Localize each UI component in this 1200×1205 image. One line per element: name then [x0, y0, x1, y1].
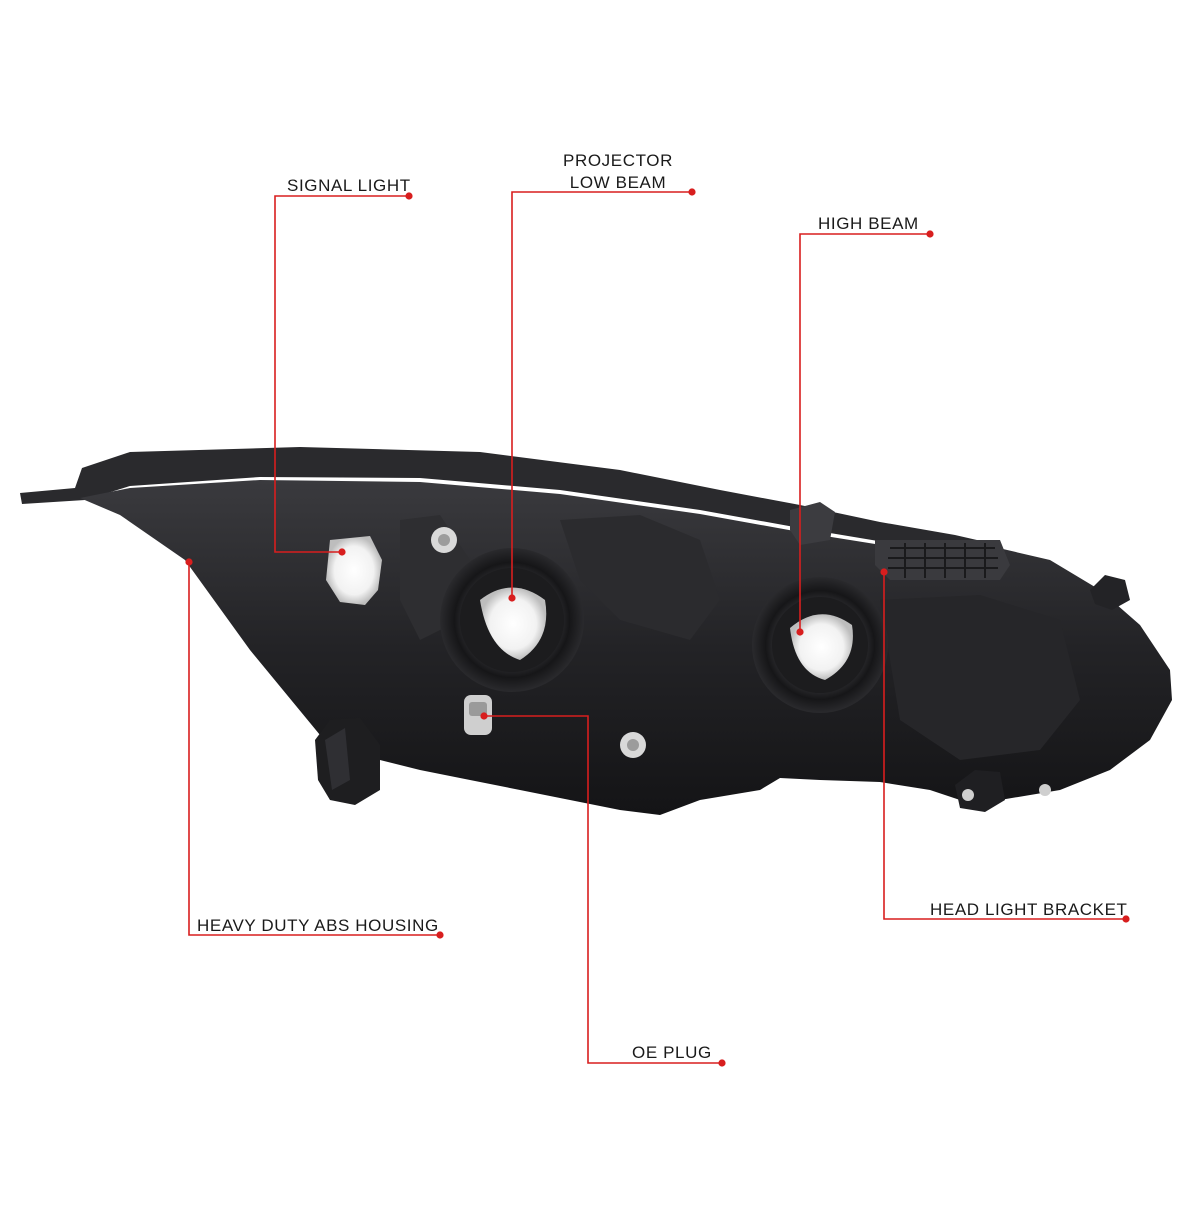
heavy-duty-abs-housing-dot-end	[436, 931, 444, 939]
projector-label-line1: PROJECTOR	[563, 151, 673, 170]
projector-low-beam-socket	[440, 548, 584, 692]
oe-plug-dot-start	[480, 712, 488, 720]
heavy-duty-abs-housing-leader	[188, 562, 440, 936]
projector-low-beam-leader	[511, 191, 692, 598]
signal-light-label: SIGNAL LIGHT	[287, 176, 411, 195]
high-beam-label: HIGH BEAM	[818, 214, 919, 233]
signal-light-dot-end	[405, 192, 413, 200]
head-light-bracket-dot-end	[1122, 915, 1130, 923]
head-light-bracket-leader	[883, 572, 1126, 920]
oe-plug-dot-end	[718, 1059, 726, 1067]
high-beam-leader	[799, 233, 930, 632]
oe-plug-leader	[484, 715, 722, 1064]
projector-low-beam-dot-start	[508, 594, 516, 602]
high-beam-socket	[752, 577, 888, 713]
heavy-duty-abs-housing-dot-start	[185, 558, 193, 566]
low-beam-label-line2: LOW BEAM	[569, 173, 667, 192]
heavy-duty-abs-housing-label: HEAVY DUTY ABS HOUSING	[197, 916, 439, 935]
signal-light-dot-start	[338, 548, 346, 556]
oe-plug-connector	[464, 695, 492, 735]
projector-low-beam-dot-end	[688, 188, 696, 196]
head-light-bracket-label: HEAD LIGHT BRACKET	[930, 900, 1128, 919]
head-light-bracket-dot-start	[880, 568, 888, 576]
mounting-screws	[431, 527, 1051, 801]
signal-light-leader	[274, 195, 409, 553]
high-beam-dot-end	[926, 230, 934, 238]
high-beam-dot-start	[796, 628, 804, 636]
oe-plug-label: OE PLUG	[632, 1043, 712, 1062]
